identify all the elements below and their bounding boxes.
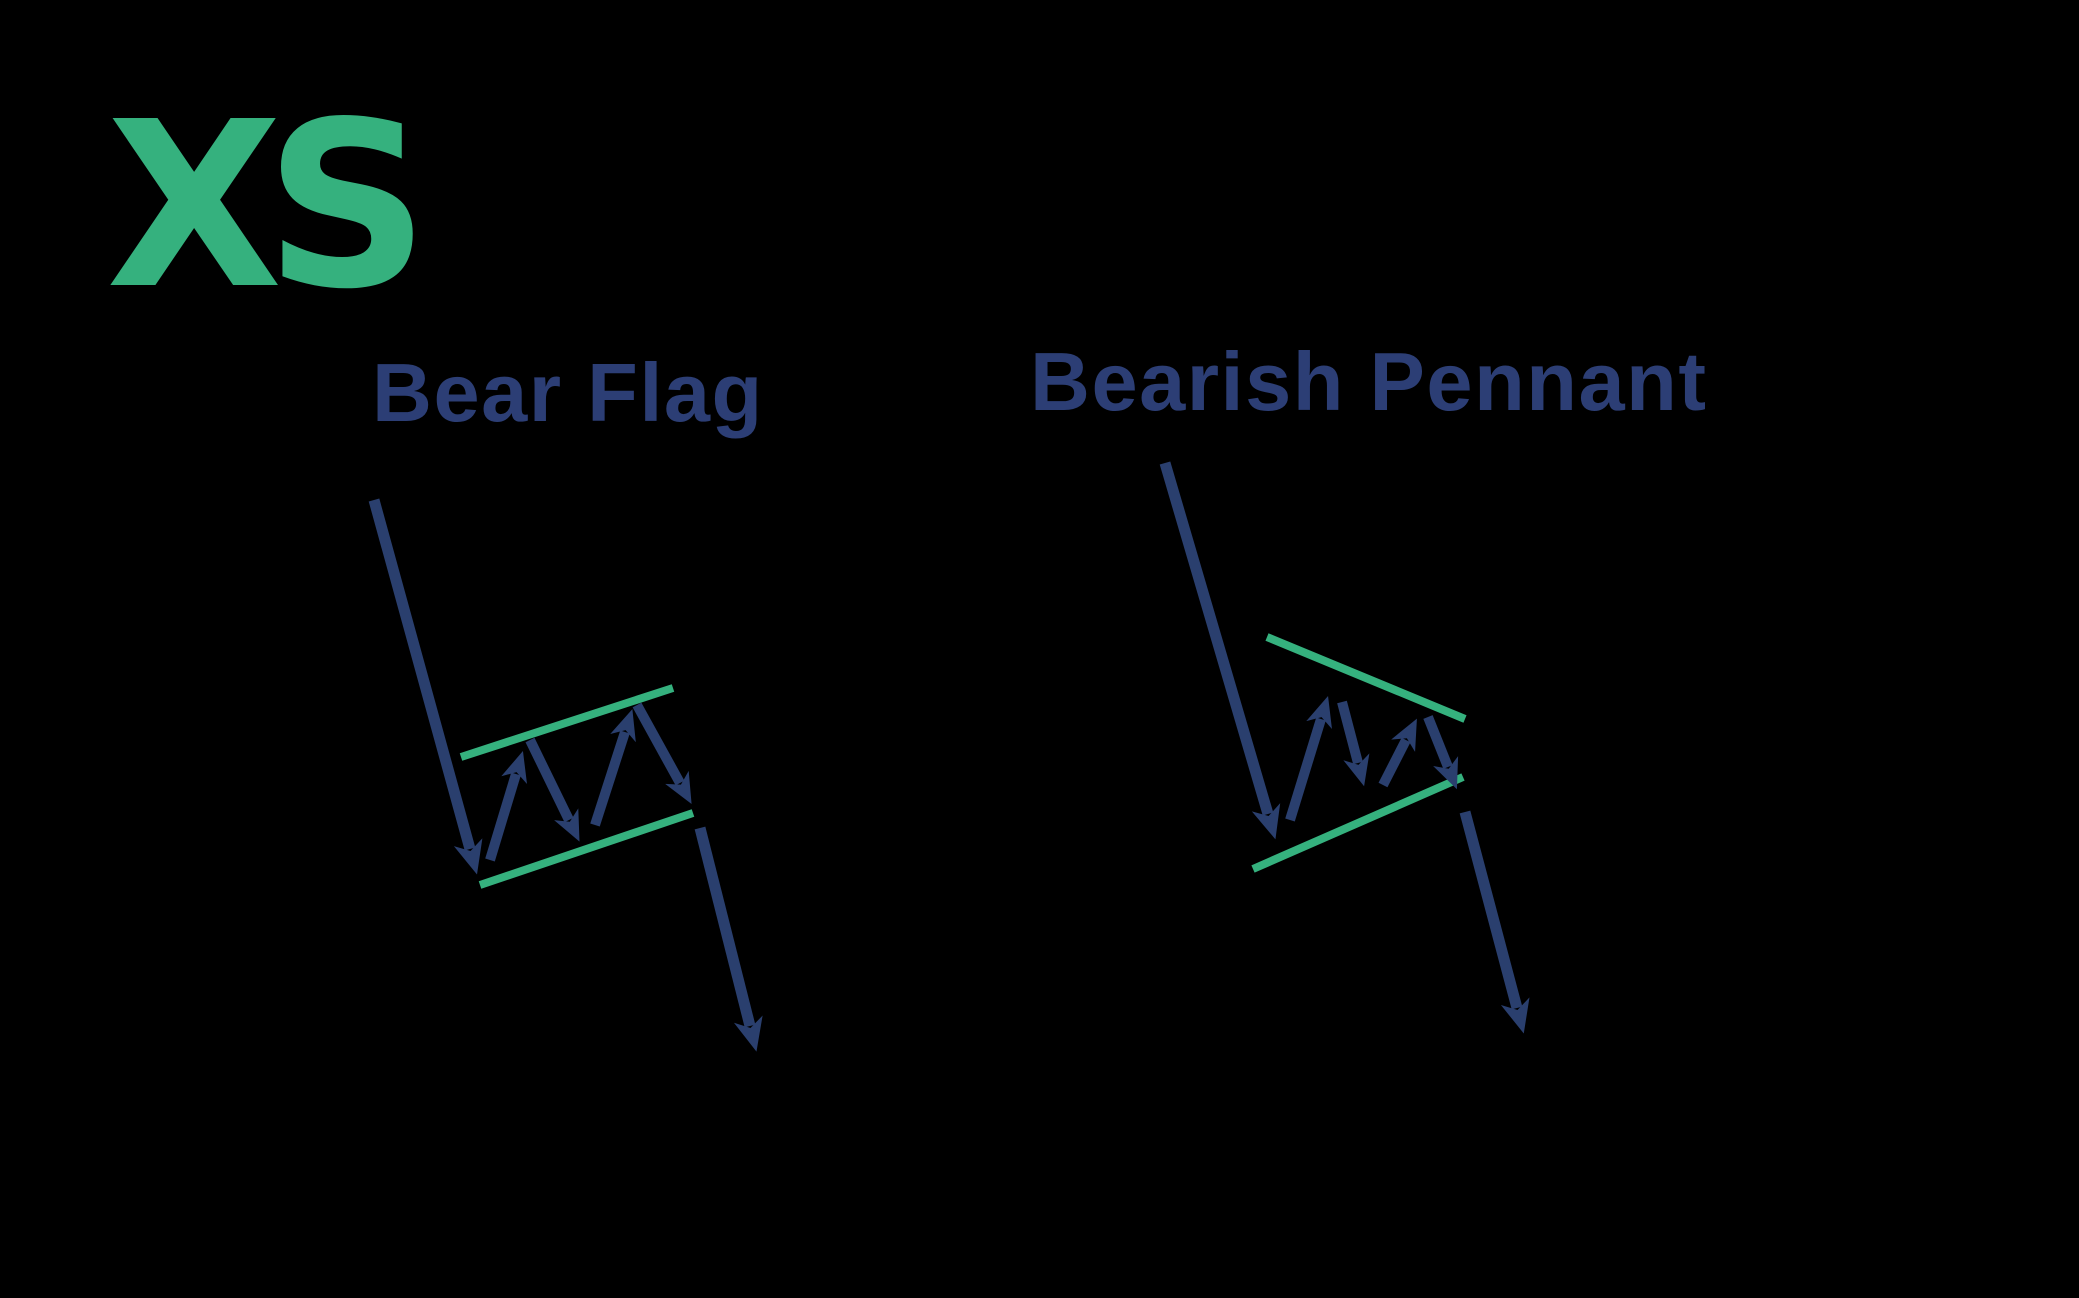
bear-flag-breakdown-arrow — [694, 826, 763, 1052]
bearish-pennant-zigzag-up-arrow-2 — [1378, 718, 1417, 788]
xs-logo: XS — [106, 73, 414, 340]
bear-flag-downtrend-pole-arrow — [368, 498, 483, 875]
bearish-pennant-pennant-lower-trendline — [1251, 773, 1465, 873]
bearish-pennant-zigzag-down-arrow-1 — [1337, 700, 1370, 787]
bearish-pennant-zigzag-down-arrow-2 — [1423, 715, 1459, 790]
bear-flag-zigzag-down-arrow-1 — [525, 737, 580, 842]
bear-flag-pattern — [368, 498, 763, 1052]
bear-flag-flag-lower-trendline — [478, 809, 695, 889]
bear-flag-zigzag-up-arrow-1 — [485, 751, 528, 862]
bear-flag-zigzag-up-arrow-2 — [590, 709, 636, 827]
bearish-pennant-title: Bearish Pennant — [1030, 335, 1707, 428]
bearish-pennant-downtrend-pole-arrow — [1159, 461, 1281, 840]
bear-flag-zigzag-down-arrow-2 — [632, 702, 692, 805]
bearish-pennant-pennant-upper-trendline — [1265, 633, 1467, 723]
bear-flag-flag-upper-trendline — [459, 684, 675, 761]
bearish-pennant-breakdown-arrow — [1459, 810, 1530, 1034]
bearish-pennant-pattern — [1159, 461, 1530, 1034]
bear-flag-title: Bear Flag — [372, 346, 764, 439]
bearish-pennant-zigzag-up-arrow-1 — [1285, 696, 1332, 822]
